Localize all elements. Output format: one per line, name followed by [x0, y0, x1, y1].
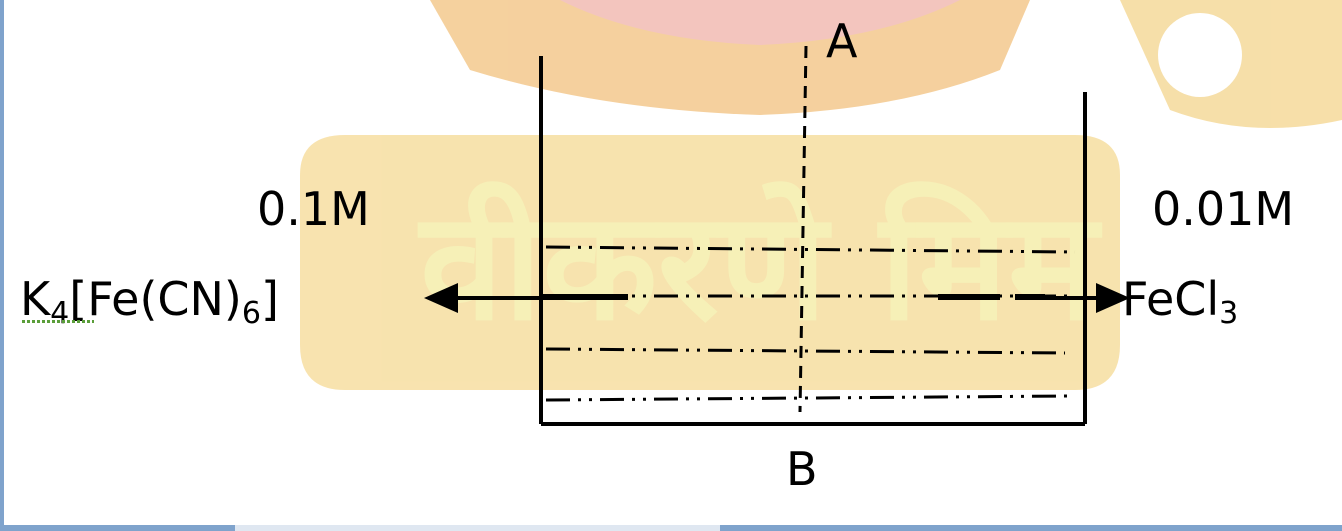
right-arrow [938, 283, 1130, 313]
label-left-concentration: 0.1M [257, 182, 370, 236]
liquid-layer-4 [545, 394, 1071, 402]
beaker [539, 56, 1087, 426]
left-compound-mid: [Fe(CN) [69, 272, 242, 326]
label-right-compound: FeCl3 [1122, 276, 1238, 329]
window-left-edge [0, 0, 4, 531]
left-compound-end: ] [260, 272, 279, 326]
label-point-b: B [786, 442, 818, 496]
watermark-text: वीकरणे मिम [417, 180, 1103, 354]
left-compound-sub2: 6 [241, 296, 261, 331]
left-arrowhead-icon [424, 283, 458, 313]
left-arrow [424, 283, 628, 313]
label-left-compound: K4[Fe(CN)6] [20, 276, 279, 329]
left-compound-main: K [20, 272, 51, 326]
liquid-layer-3 [545, 347, 1066, 355]
liquid-layer-1 [545, 245, 1076, 254]
watermark-logo: वीकरणे मिम [300, 0, 1342, 390]
right-compound-sub: 3 [1219, 296, 1239, 331]
right-arrowhead-icon [1096, 283, 1130, 313]
right-compound-main: FeCl [1122, 272, 1220, 326]
label-point-a: A [826, 14, 858, 68]
taskbar-gap [235, 525, 720, 531]
label-right-concentration: 0.01M [1152, 182, 1295, 236]
membrane-line-ab [798, 45, 808, 413]
spellcheck-squiggle [22, 320, 94, 323]
window-bottom-edge [0, 525, 1342, 531]
left-compound-sub1: 4 [50, 296, 70, 331]
